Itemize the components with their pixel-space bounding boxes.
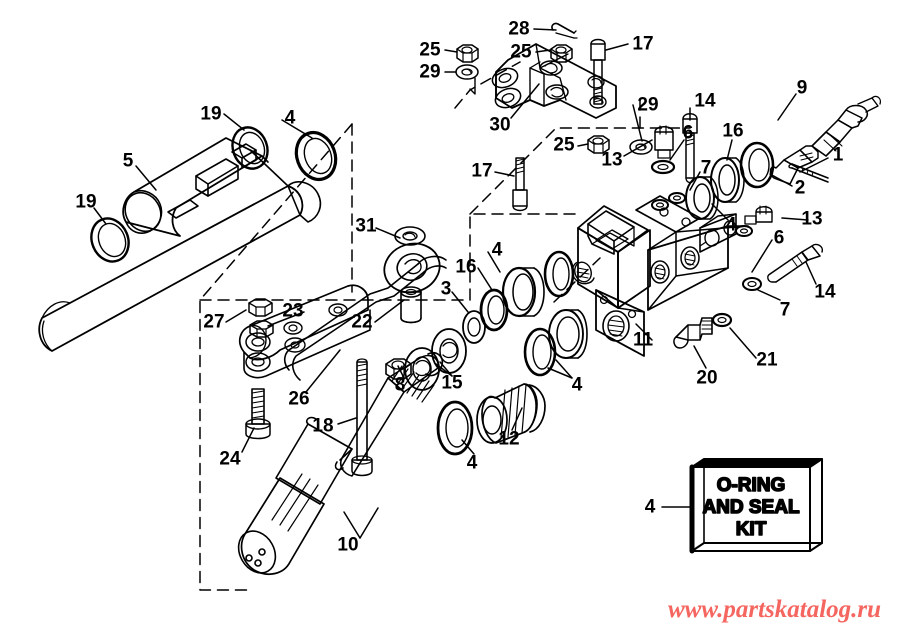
callout-c18: 18 bbox=[312, 415, 334, 437]
assembly-linework: O-RING AND SEAL KIT bbox=[38, 22, 882, 591]
bolt-part-18 bbox=[351, 358, 373, 477]
callout-c27: 27 bbox=[203, 311, 225, 333]
callout-c20: 20 bbox=[696, 367, 718, 389]
callout-c22: 22 bbox=[351, 311, 373, 333]
callout-c1: 1 bbox=[832, 144, 844, 166]
callout-c8: 8 bbox=[394, 374, 406, 396]
gland-nut-part-12 bbox=[436, 309, 588, 456]
seal-stack-center bbox=[404, 250, 575, 391]
callout-c23: 23 bbox=[282, 300, 304, 322]
callout-c7a: 7 bbox=[700, 157, 712, 179]
valve-body-part-11 bbox=[571, 195, 749, 357]
o-ring-part-21 bbox=[711, 312, 733, 328]
watermark: www.partskatalog.ru bbox=[668, 596, 882, 623]
callout-c12: 12 bbox=[498, 428, 520, 450]
nut-part-25-lower bbox=[587, 135, 610, 154]
callout-c17a: 17 bbox=[632, 33, 654, 55]
callout-c4f: 4 bbox=[644, 496, 656, 518]
leader-lines bbox=[93, 28, 829, 539]
link-plate-part-26 bbox=[238, 284, 371, 440]
callout-c14b: 14 bbox=[814, 281, 836, 303]
o-ring-part-4-cylinder bbox=[294, 130, 338, 182]
piston-rod-part-10 bbox=[237, 351, 444, 575]
callout-c29b: 29 bbox=[637, 94, 659, 116]
o-ring-part-7-right bbox=[742, 277, 762, 291]
fitting-part-13-right bbox=[744, 205, 773, 225]
callout-c4b: 4 bbox=[725, 214, 737, 236]
callout-c7b: 7 bbox=[779, 299, 791, 321]
callout-c21: 21 bbox=[756, 349, 778, 371]
callout-c6a: 6 bbox=[682, 122, 694, 144]
nut-part-25-center bbox=[550, 44, 573, 63]
callout-c11: 11 bbox=[632, 329, 654, 351]
bolt-part-17-middle bbox=[512, 157, 528, 212]
callout-c13a: 13 bbox=[601, 149, 623, 171]
callout-c3: 3 bbox=[440, 278, 452, 300]
cylinder-barrel-part-5 bbox=[38, 137, 322, 352]
callout-c13b: 13 bbox=[801, 208, 823, 230]
callout-c31: 31 bbox=[355, 215, 377, 237]
callout-c30: 30 bbox=[489, 114, 511, 136]
callout-c25c: 25 bbox=[553, 134, 575, 156]
o-ring-part-7-left bbox=[651, 199, 669, 211]
callout-c26: 26 bbox=[288, 388, 310, 410]
callout-c25b: 25 bbox=[510, 41, 532, 63]
callout-c9: 9 bbox=[796, 77, 808, 99]
nut-part-25-left bbox=[456, 44, 479, 63]
callout-c17b: 17 bbox=[471, 160, 493, 182]
shaft-part-9 bbox=[769, 95, 882, 185]
callout-c24: 24 bbox=[219, 448, 241, 470]
callout-c4d: 4 bbox=[571, 374, 583, 396]
callout-c19b: 19 bbox=[75, 191, 97, 213]
callout-c25a: 25 bbox=[419, 39, 441, 61]
callout-c28: 28 bbox=[508, 18, 530, 40]
callout-c2: 2 bbox=[794, 177, 806, 199]
cotter-pin-part-28 bbox=[551, 22, 578, 39]
kit-line-2: AND SEAL bbox=[702, 497, 800, 518]
callout-c5: 5 bbox=[122, 150, 134, 172]
callout-c6b: 6 bbox=[773, 227, 785, 249]
fitting-part-14-right bbox=[767, 243, 824, 283]
callout-c4c: 4 bbox=[491, 239, 503, 261]
callout-c4e: 4 bbox=[466, 452, 478, 474]
callout-c16b: 16 bbox=[455, 256, 477, 278]
kit-line-1: O-RING bbox=[717, 475, 786, 496]
bolt-part-17-top bbox=[590, 38, 606, 105]
assembly-guide-lines bbox=[199, 61, 691, 591]
callout-c16a: 16 bbox=[722, 120, 744, 142]
callout-c14a: 14 bbox=[694, 90, 716, 112]
o-ring-part-6-right bbox=[735, 225, 753, 237]
fitting-part-13-upper bbox=[654, 125, 674, 159]
callout-c29a: 29 bbox=[419, 61, 441, 83]
kit-line-3: KIT bbox=[736, 519, 767, 540]
seal-part-4-right bbox=[685, 176, 719, 220]
o-ring-part-6-upper bbox=[650, 159, 676, 175]
kit-box bbox=[689, 458, 823, 554]
callout-c19a: 19 bbox=[200, 103, 222, 125]
callout-c10: 10 bbox=[337, 534, 359, 556]
callout-c4a: 4 bbox=[284, 107, 296, 129]
callout-c15: 15 bbox=[441, 372, 463, 394]
fitting-part-20 bbox=[673, 317, 713, 349]
